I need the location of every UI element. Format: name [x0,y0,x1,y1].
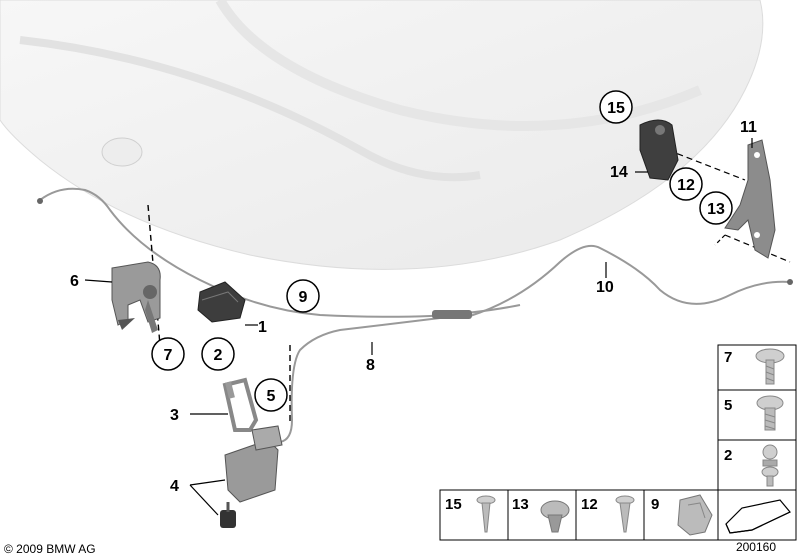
clip-9-icon [677,494,713,536]
table-cell-label: 13 [512,496,529,513]
callout-15: 15 [607,100,625,117]
part-1-bracket [197,281,246,323]
table-cell-label: 2 [724,447,732,464]
bowden-cable-10 [469,244,791,317]
callout-12-circle: 12 [669,167,703,201]
callout-2-circle: 2 [201,337,235,371]
part-6-safety-catch [111,261,161,333]
part-11-hood-hinge [724,139,776,259]
table-cell-label: 7 [724,349,732,366]
part-3-handle [222,377,259,432]
callout-15-circle: 15 [599,90,633,124]
callout-1: 1 [258,319,267,336]
part-14-hinge-cover [639,119,679,181]
screw-15-icon [476,495,496,533]
callout-7-circle: 7 [151,337,185,371]
callout-13: 13 [707,201,725,218]
callout-9: 9 [299,289,308,306]
reference-line [667,149,746,181]
clip-2-icon [761,444,779,487]
parts-table-right: 7 5 2 [717,344,797,491]
callout-12: 12 [677,177,695,194]
parts-table-bottom: 15 13 12 9 [439,489,797,541]
hood-stop-pad [101,137,143,167]
callout-4: 4 [170,478,179,495]
figure-id: 200160 [735,540,776,554]
table-cell-label: 5 [724,397,732,414]
clip-13-icon [540,500,570,533]
callout-5: 5 [267,388,276,405]
cable-end [37,198,43,204]
callout-7: 7 [164,347,173,364]
callout-10: 10 [596,279,614,296]
callout-8: 8 [366,357,375,374]
table-cell-label: 15 [445,496,462,513]
callout-2: 2 [214,347,223,364]
reference-line [714,234,726,246]
copyright-notice: © 2009 BMW AG [4,542,96,556]
callout-3: 3 [170,407,179,424]
bowden-cable-8 [279,317,441,443]
callout-14: 14 [610,164,628,181]
callout-11: 11 [740,119,757,136]
screw-12-icon [615,495,635,533]
callout-6: 6 [70,273,79,290]
table-cell-label: 9 [651,496,659,513]
direction-arrow-icon [725,499,791,534]
callout-5-circle: 5 [254,378,288,412]
cable-connector [432,310,472,319]
leader-lines [84,138,753,516]
screw-5-icon [756,395,784,431]
table-cell-label: 12 [581,496,598,513]
cable-end [787,279,793,285]
part-4-hood-lock [220,425,283,528]
callout-9-circle: 9 [286,279,320,313]
callout-13-circle: 13 [699,191,733,225]
screw-7-icon [755,348,785,385]
